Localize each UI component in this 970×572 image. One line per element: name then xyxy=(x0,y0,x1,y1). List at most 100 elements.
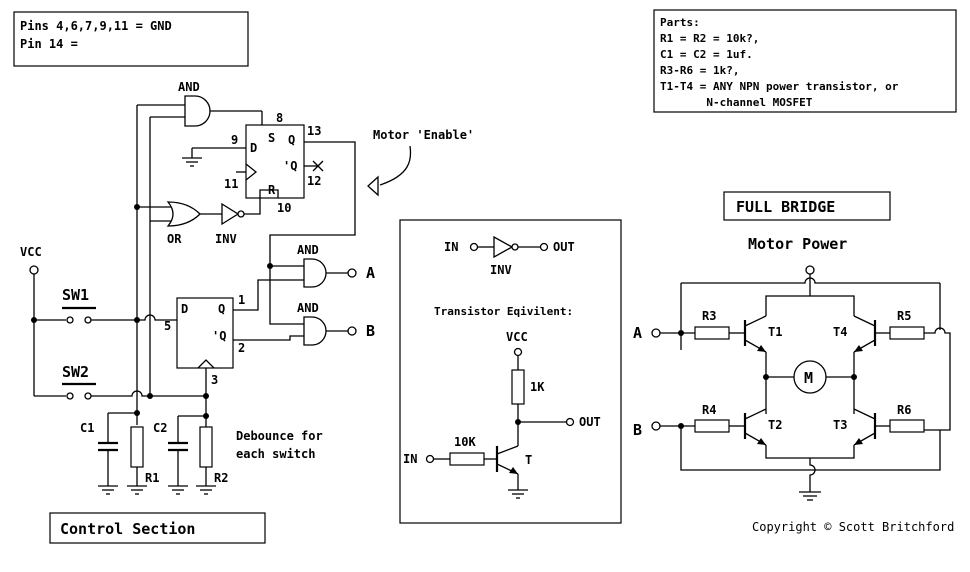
full-bridge-box xyxy=(723,191,891,221)
motor xyxy=(793,360,827,394)
motor-power-terminal xyxy=(805,265,815,275)
t1-collector xyxy=(765,283,811,316)
control-section-label: Control Section xyxy=(60,520,195,538)
ff1-q-label: Q xyxy=(288,133,295,147)
pin2-label: 2 xyxy=(238,341,245,355)
motor-enable-arrow-line xyxy=(379,145,412,186)
emitter-rail xyxy=(765,445,855,459)
pin10-label: 10 xyxy=(277,201,291,215)
r4-label: R4 xyxy=(702,403,716,417)
transistor-t2 xyxy=(743,408,767,446)
sw1-label: SW1 xyxy=(62,286,89,304)
output-b-label: B xyxy=(366,322,375,340)
ff1-d-label: D xyxy=(250,141,257,155)
parts-line-1: R1 = R2 = 10k?, xyxy=(660,32,759,45)
pins-note-line2: Pin 14 = xyxy=(20,37,78,51)
pin12-label: 12 xyxy=(307,174,321,188)
inset-title: Transistor Eqivilent: xyxy=(434,305,573,318)
resistor-r3 xyxy=(694,326,730,340)
and-gate-top xyxy=(137,95,263,127)
parts-list-box xyxy=(653,9,957,113)
flip-flop-1 xyxy=(245,124,305,199)
resistor-r5 xyxy=(889,326,925,340)
switch-sw2[interactable] xyxy=(34,382,206,400)
and-gate-b xyxy=(303,316,357,346)
parts-line-3: R3-R6 = 1k?, xyxy=(660,64,739,77)
c2-label: C2 xyxy=(153,421,167,435)
resistor-r4 xyxy=(694,419,730,433)
or-junction xyxy=(134,204,140,210)
ff1-clock-marker xyxy=(245,163,258,181)
transistor-t3 xyxy=(853,408,877,446)
pins-note-line1: Pins 4,6,7,9,11 = GND xyxy=(20,19,172,33)
ff2-d-label: D xyxy=(181,302,188,316)
pin8-label: 8 xyxy=(276,111,283,125)
bridge-b-label: B xyxy=(633,421,642,439)
inv-label: INV xyxy=(215,232,237,246)
enable-wire xyxy=(269,141,356,266)
inset-vcc: VCC xyxy=(506,330,528,344)
transistor-t4 xyxy=(853,315,877,353)
or-gate xyxy=(137,201,222,227)
pins-note-box xyxy=(13,11,249,67)
and-gate-a xyxy=(303,258,357,288)
bridge-ground xyxy=(799,491,821,501)
sw2-junction xyxy=(147,393,153,399)
parts-line-5: N-channel MOSFET xyxy=(660,96,813,109)
inset-inv-gate xyxy=(493,235,514,259)
ff1-qbar-label: 'Q xyxy=(283,159,297,173)
debounce-line2: each switch xyxy=(236,447,315,461)
capacitor-c2 xyxy=(168,416,188,495)
full-bridge-title: FULL BRIDGE xyxy=(736,198,835,216)
vcc-terminal xyxy=(29,265,39,396)
motor-label: M xyxy=(804,369,813,387)
pin11-label: 11 xyxy=(224,177,238,191)
ff1-d-ground xyxy=(182,147,246,167)
output-a-label: A xyxy=(366,264,375,282)
debounce-line1: Debounce for xyxy=(236,429,323,443)
ff2-qbar-wire xyxy=(233,335,304,341)
motor-enable-arrow-head xyxy=(367,175,379,197)
capacitor-c1 xyxy=(98,413,118,495)
pin3-label: 3 xyxy=(211,373,218,387)
r6-label: R6 xyxy=(897,403,911,417)
ff1-qbar-nc xyxy=(304,160,324,172)
and-a-label: AND xyxy=(297,243,319,257)
ff2-qbar-label: 'Q xyxy=(212,329,226,343)
ff2-clock-marker xyxy=(197,359,215,369)
t2-label: T2 xyxy=(768,418,782,432)
pin13-label: 13 xyxy=(307,124,321,138)
motor-power-label: Motor Power xyxy=(748,235,847,253)
inset-resistor-10k xyxy=(449,452,485,466)
ff2-q-wire xyxy=(233,279,304,311)
pin1-label: 1 xyxy=(238,293,245,307)
t4-collector xyxy=(810,295,855,316)
transistor-t1 xyxy=(743,315,767,353)
resistor-r1 xyxy=(127,426,147,495)
inset-in2: IN xyxy=(403,452,417,466)
r5-label: R5 xyxy=(897,309,911,323)
inset-out1: OUT xyxy=(553,240,575,254)
parts-line-2: C1 = C2 = 1uf. xyxy=(660,48,753,61)
vcc-label: VCC xyxy=(20,245,42,259)
enable-junction xyxy=(267,263,273,269)
motor-enable-label: Motor 'Enable' xyxy=(373,128,474,142)
enable-to-and-b xyxy=(269,266,304,325)
pin9-label: 9 xyxy=(231,133,238,147)
and-b-label: AND xyxy=(297,301,319,315)
inset-in1: IN xyxy=(444,240,458,254)
control-section-box xyxy=(49,512,266,544)
pin5-label: 5 xyxy=(164,319,171,333)
switch-sw1[interactable] xyxy=(34,306,137,324)
ff1-s-label: S xyxy=(268,131,275,145)
inv-gate xyxy=(221,189,279,226)
resistor-r6 xyxy=(889,419,925,433)
r3-label: R3 xyxy=(702,309,716,323)
t1-label: T1 xyxy=(768,325,782,339)
sw1-to-ff2-d xyxy=(137,314,177,321)
ground-lead xyxy=(809,458,816,492)
inset-1k: 1K xyxy=(530,380,545,394)
t4-label: T4 xyxy=(833,325,847,339)
sw2-label: SW2 xyxy=(62,363,89,381)
